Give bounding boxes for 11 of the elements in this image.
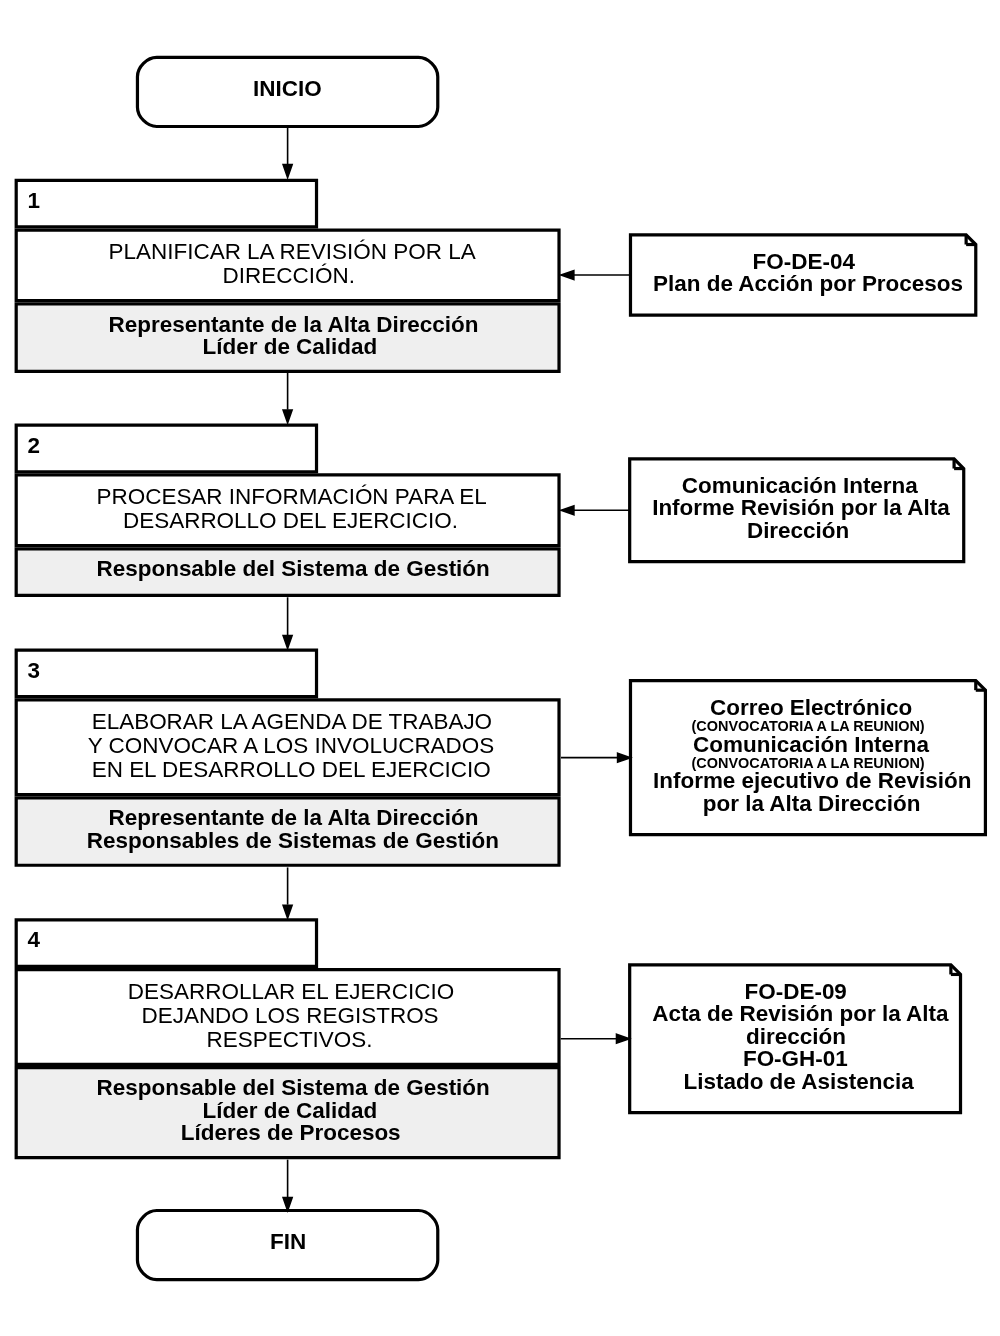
arrow	[281, 125, 294, 180]
arrow	[281, 1158, 294, 1213]
node-box: FIN	[135, 1208, 440, 1281]
arrow	[281, 371, 294, 425]
arrow	[560, 751, 633, 763]
arrow	[558, 504, 631, 516]
arrow	[559, 1032, 632, 1044]
arrow	[281, 596, 294, 651]
node-box: INICIO	[135, 55, 440, 128]
arrow	[558, 268, 631, 281]
arrow	[281, 866, 294, 921]
